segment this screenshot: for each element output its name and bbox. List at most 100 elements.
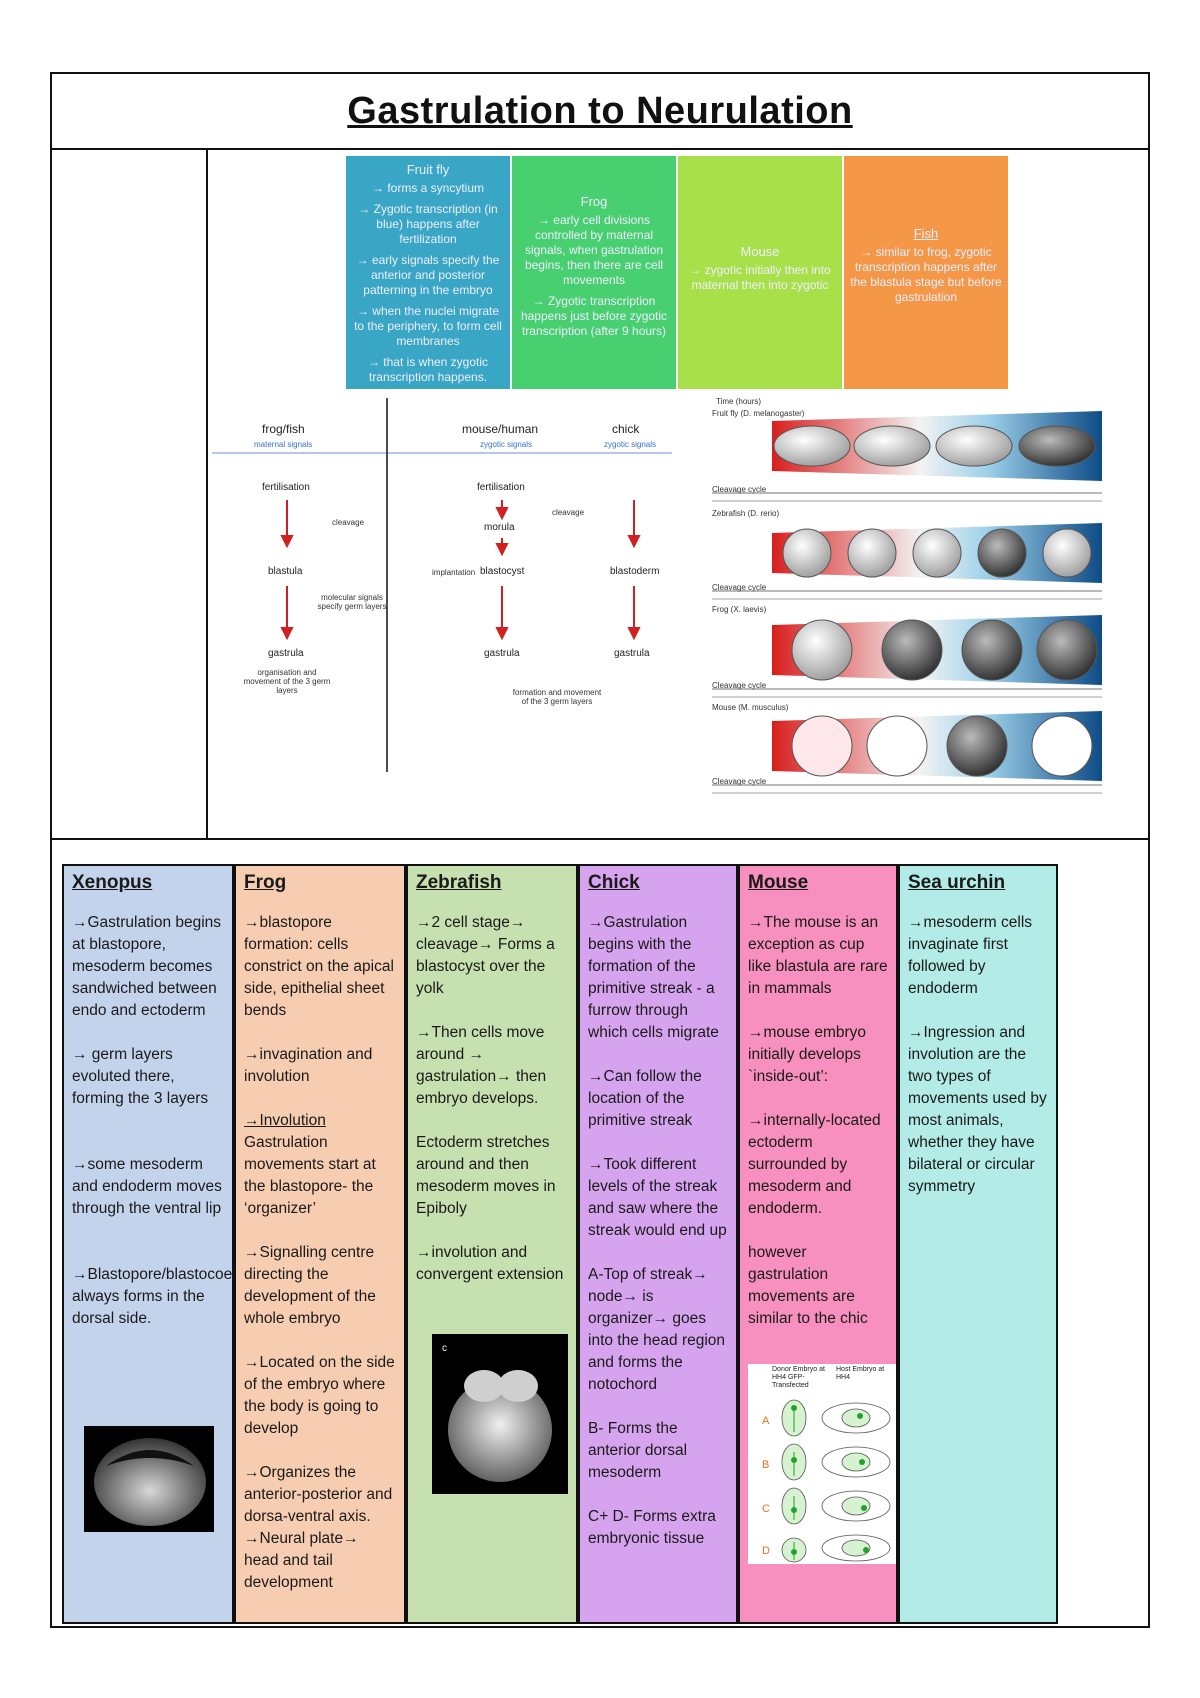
fish-box-title: Fish <box>913 226 939 241</box>
graft-diagram <box>781 1399 891 1563</box>
row-label: Cleavage cycle <box>712 777 767 786</box>
fruitfly-line: → forms a syncytium <box>371 181 485 195</box>
frog-para: Gastrulation movements start at the blas… <box>244 1134 376 1217</box>
timeline-graphic <box>712 411 1102 794</box>
header-chick: chick <box>612 422 640 436</box>
species-columns: Xenopus →Gastrulation begins at blastopo… <box>52 840 1148 1626</box>
stage-label: blastula <box>268 566 303 577</box>
mouse-para: →mouse embryo initially develops `inside… <box>748 1024 867 1085</box>
stage-label: morula <box>484 522 515 533</box>
seaurchin-heading: Sea urchin <box>908 872 1006 893</box>
graft-header-donor: Donor Embryo at HH4 GFP-Transfected <box>772 1366 825 1389</box>
note-formation: formation and movement of the 3 germ lay… <box>512 688 602 706</box>
xenopus-column: Xenopus →Gastrulation begins at blastopo… <box>62 864 236 1624</box>
chick-para: B- Forms the anterior dorsal mesoderm <box>588 1420 688 1481</box>
frog-box-line: → Zygotic transcription happens just bef… <box>520 294 668 338</box>
page-frame: Gastrulation to Neurulation Fruit fly → … <box>50 72 1150 1628</box>
mouse-box-title: Mouse <box>740 244 780 259</box>
zebrafish-embryo-image: c <box>432 1334 568 1494</box>
graft-header-host: Host Embryo at HH4 <box>836 1366 885 1381</box>
graft-label-b: B <box>762 1459 770 1471</box>
stage-label: gastrula <box>268 648 304 659</box>
zebrafish-para: →2 cell stage→ cleavage→ Forms a blastoc… <box>416 914 555 997</box>
stage-label: gastrula <box>614 648 650 659</box>
zebrafish-column: Zebrafish →2 cell stage→ cleavage→ Forms… <box>406 864 578 1624</box>
mouse-heading: Mouse <box>748 872 809 893</box>
frog-para: →invagination and involution <box>244 1046 373 1085</box>
note-organisation: organisation and movement of the 3 germ … <box>243 668 331 695</box>
mouse-box-line: → zygotic initially then into maternal t… <box>689 263 831 292</box>
graft-figure: Donor Embryo at HH4 GFP-Transfected Host… <box>748 1364 896 1564</box>
chick-para: →Can follow the location of the primitiv… <box>588 1068 702 1129</box>
subheader-zygotic-chick: zygotic signals <box>604 440 657 449</box>
note-cleavage: cleavage <box>332 518 365 527</box>
mouse-para: →The mouse is an exception as cup like b… <box>748 914 888 997</box>
frog-box-title: Frog <box>580 194 608 209</box>
xenopus-para: →Blastopore/blastocoel always forms in t… <box>72 1266 236 1327</box>
frog-para: →blastopore formation: cells constrict o… <box>244 914 394 1019</box>
fruitfly-line: → that is when zygotic transcription hap… <box>367 355 489 384</box>
fish-box-line: → similar to frog, zygotic transcription… <box>850 245 1002 304</box>
figure-row: Fruit fly → forms a syncytium → Zygotic … <box>52 148 1148 840</box>
subheader-zygotic-mouse: zygotic signals <box>480 440 533 449</box>
flow-diagram: frog/fish mouse/human chick maternal sig… <box>212 398 712 838</box>
panel-name: Zebrafish (D. rerio) <box>712 509 780 518</box>
stage-label: fertilisation <box>477 482 525 493</box>
seaurchin-para: →mesoderm cells invaginate first followe… <box>908 914 1033 997</box>
frog-heading: Frog <box>244 872 287 893</box>
row-label: Cleavage cycle <box>712 681 767 690</box>
note-molecular: molecular signals specify germ layers <box>317 593 387 611</box>
header-frog-fish: frog/fish <box>262 422 305 436</box>
page-title: Gastrulation to Neurulation <box>347 89 853 132</box>
time-axis-label: Time (hours) <box>716 397 762 406</box>
blank-cell <box>52 148 208 838</box>
chick-heading: Chick <box>588 872 640 893</box>
timeline-figure: Time (hours) Fruit fly (D. melanogaster)… <box>712 393 1112 833</box>
zebrafish-photo-label: c <box>442 1343 447 1354</box>
panel-name: Frog (X. laevis) <box>712 605 767 614</box>
zebrafish-heading: Zebrafish <box>416 872 502 893</box>
fruitfly-line: → early signals specify the anterior and… <box>356 253 500 297</box>
chick-column: Chick →Gastrulation begins with the form… <box>578 864 738 1624</box>
fruitfly-box: Fruit fly → forms a syncytium → Zygotic … <box>346 156 510 389</box>
fruitfly-line: → when the nuclei migrate to the periphe… <box>354 304 502 348</box>
xenopus-embryo-image <box>84 1426 214 1532</box>
header-mouse-human: mouse/human <box>462 422 539 436</box>
zebrafish-para: →involution and convergent extension <box>416 1244 564 1283</box>
graft-label-d: D <box>762 1545 770 1557</box>
frog-involution-heading: →Involution <box>244 1110 396 1132</box>
xenopus-para: →some mesoderm and endoderm moves throug… <box>72 1156 222 1217</box>
row-label: Cleavage cycle <box>712 485 767 494</box>
stage-label: fertilisation <box>262 482 310 493</box>
frog-para: →Signalling centre directing the develop… <box>244 1244 376 1327</box>
involution-label: →Involution <box>244 1112 326 1129</box>
note-cleavage: cleavage <box>552 508 585 517</box>
mouse-para: however gastrulation movements are simil… <box>748 1244 868 1327</box>
xenopus-embryo-graphic <box>94 1438 206 1526</box>
panel-name: Mouse (M. musculus) <box>712 703 789 712</box>
panel-name: Fruit fly (D. melanogaster) <box>712 409 805 418</box>
fruitfly-line: → Zygotic transcription (in blue) happen… <box>358 202 498 246</box>
title-row: Gastrulation to Neurulation <box>52 74 1148 150</box>
frog-para: →Neural plate→ head and tail development <box>244 1530 359 1591</box>
stage-label: blastoderm <box>610 566 660 577</box>
xenopus-para: → germ layers evoluted there, forming th… <box>72 1046 209 1107</box>
frog-box-line: → early cell divisions controlled by mat… <box>524 213 664 287</box>
note-implantation: implantation <box>432 568 476 577</box>
seaurchin-para: →Ingression and involution are the two t… <box>908 1024 1047 1195</box>
mouse-para: →internally-located ectoderm surrounded … <box>748 1112 881 1217</box>
frog-column: Frog →blastopore formation: cells constr… <box>234 864 406 1624</box>
zebrafish-para: Ectoderm stretches around and then mesod… <box>416 1134 556 1217</box>
subheader-maternal: maternal signals <box>254 440 313 449</box>
graft-label-a: A <box>762 1415 770 1427</box>
frog-box: Frog → early cell divisions controlled b… <box>512 156 676 389</box>
fruitfly-box-title: Fruit fly <box>406 162 450 177</box>
mouse-box: Mouse → zygotic initially then into mate… <box>678 156 842 389</box>
zebrafish-embryo-graphic <box>448 1370 552 1482</box>
stage-label: gastrula <box>484 648 520 659</box>
xenopus-para: →Gastrulation begins at blastopore, meso… <box>72 914 222 1019</box>
stage-label: blastocyst <box>480 566 525 577</box>
chick-para: C+ D- Forms extra embryonic tissue <box>588 1508 716 1547</box>
fish-box: Fish → similar to frog, zygotic transcri… <box>844 156 1008 389</box>
chick-para: →Took different levels of the streak and… <box>588 1156 727 1239</box>
